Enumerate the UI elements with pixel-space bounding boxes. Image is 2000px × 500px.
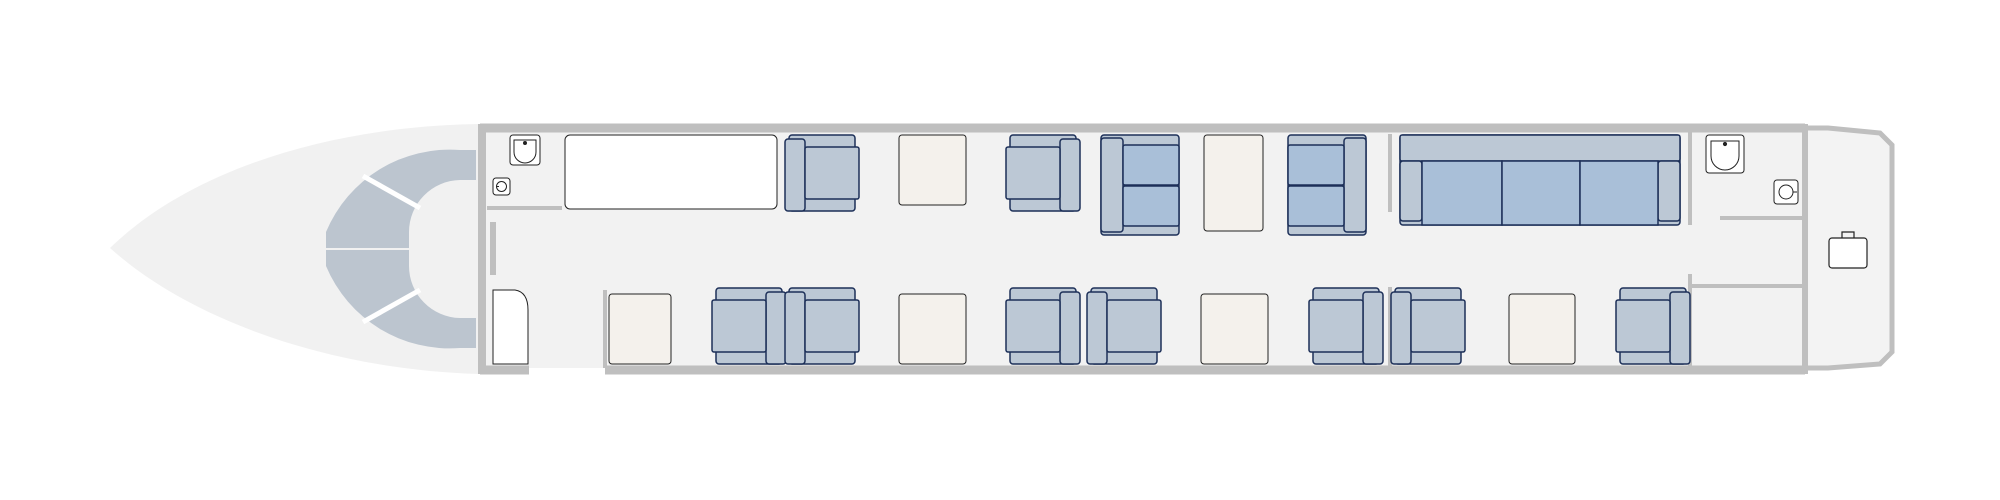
divan-sofa[interactable]	[1399, 134, 1681, 226]
armchair-seat[interactable]	[711, 287, 787, 365]
armchair-seat[interactable]	[784, 287, 860, 365]
armchair-seat[interactable]	[1308, 287, 1384, 365]
forward-sink-icon	[509, 134, 541, 166]
armchair-seat[interactable]	[784, 134, 860, 212]
aft-sink-icon	[1705, 134, 1745, 174]
club-seat-pair[interactable]	[1100, 134, 1180, 236]
forward-toilet-icon	[492, 177, 511, 196]
forward-door-icon	[492, 289, 529, 365]
cabin-tables	[608, 134, 1576, 365]
table	[1200, 293, 1269, 365]
armchair-seat[interactable]	[1615, 287, 1691, 365]
table	[1508, 293, 1576, 365]
aft-toilet-icon	[1773, 179, 1799, 205]
table	[898, 293, 967, 365]
armchair-seat[interactable]	[1086, 287, 1162, 365]
armchair-seat[interactable]	[1390, 287, 1466, 365]
table	[1203, 134, 1264, 232]
armchair-seat[interactable]	[1005, 287, 1081, 365]
luggage-icon	[1828, 231, 1868, 269]
table	[608, 293, 672, 365]
cockpit-seat-arc	[326, 149, 476, 349]
galley-counter	[564, 134, 778, 210]
club-seat-pair[interactable]	[1287, 134, 1367, 236]
table	[898, 134, 967, 206]
armchair-seat[interactable]	[1005, 134, 1081, 212]
